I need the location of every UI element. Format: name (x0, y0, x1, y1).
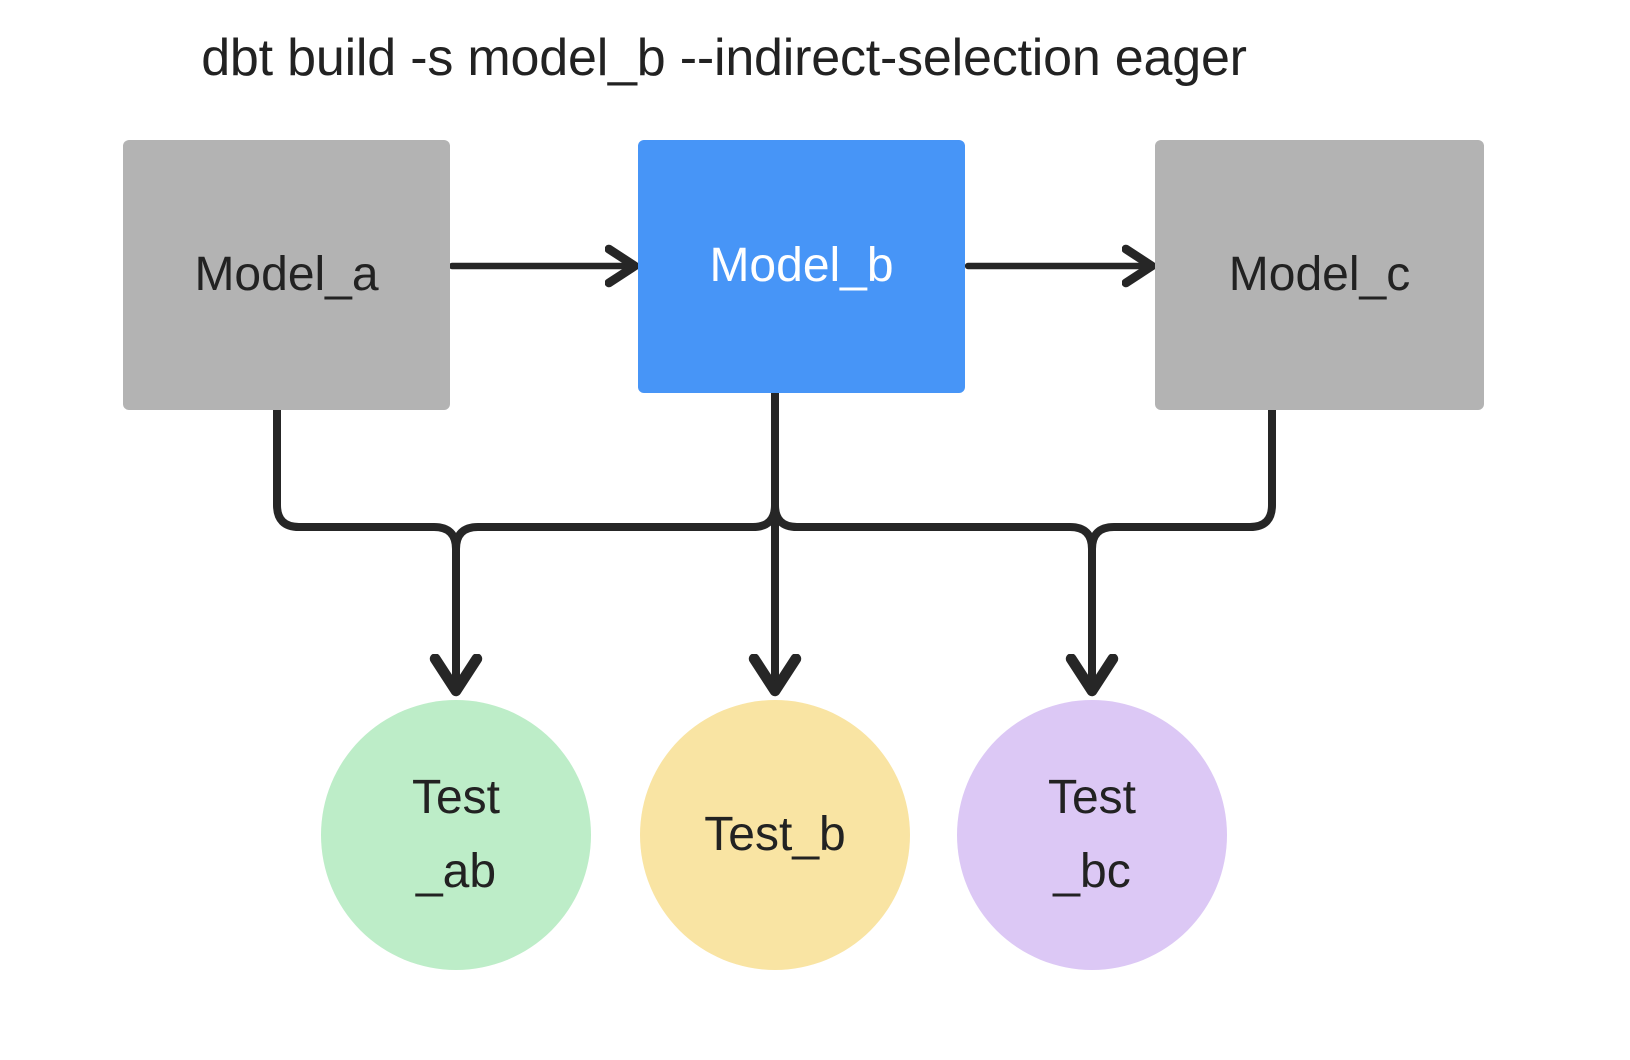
node-test-ab-label-line1: Test (411, 770, 501, 824)
node-test-bc-label-line1: Test (1047, 770, 1137, 824)
node-test-b[interactable]: Test_b (640, 700, 910, 970)
node-test-bc[interactable]: Test _bc (957, 700, 1227, 970)
node-model-c-label: Model_c (1228, 247, 1411, 301)
edge-model-b-to-test-bc (771, 501, 1092, 686)
page-title: dbt build -s model_b --indirect-selectio… (201, 29, 1247, 87)
node-test-b-label-line1: Test_b (704, 807, 846, 861)
node-test-ab-label-line2: _ab (415, 845, 497, 898)
node-model-b[interactable]: Model_b (638, 140, 965, 393)
edge-model-a-to-test-ab (273, 406, 456, 686)
edge-model-c-to-test-bc (1088, 406, 1276, 553)
node-model-b-label: Model_b (709, 239, 894, 293)
node-model-a[interactable]: Model_a (123, 140, 450, 410)
node-test-bc-label-line2: _bc (1053, 845, 1131, 898)
node-model-c[interactable]: Model_c (1155, 140, 1484, 410)
node-model-a-label: Model_a (194, 247, 379, 301)
node-test-ab[interactable]: Test _ab (321, 700, 591, 970)
edge-model-b-to-test-ab (452, 389, 779, 553)
